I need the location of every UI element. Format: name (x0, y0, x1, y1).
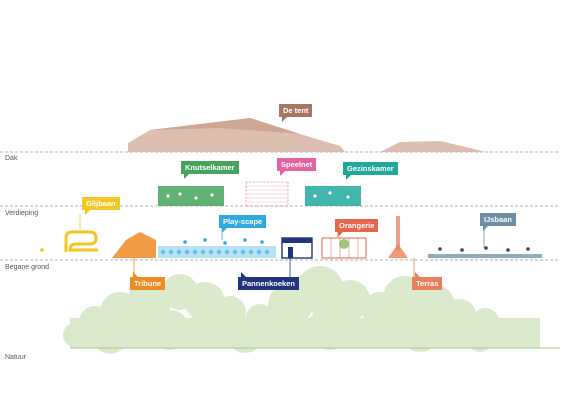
tree-shape (466, 324, 494, 352)
label-pointer (133, 272, 138, 277)
tent-roof-small (380, 141, 485, 152)
skater-figure (484, 246, 488, 250)
level-label-begane-grond: Begane grond (5, 264, 49, 271)
person-figure (178, 192, 182, 196)
play-scape-ball (168, 249, 174, 255)
orangerie-greenhouse (321, 237, 367, 259)
play-scape-ball (264, 249, 270, 255)
play-scape-ball (200, 249, 206, 255)
skater-figure (438, 247, 442, 251)
skater-figure (526, 247, 530, 251)
play-scape-ball (160, 249, 166, 255)
label-pointer (282, 117, 287, 122)
label-pannenkoeken: Pannenkoeken (238, 272, 299, 290)
level-label-natuur: Natuur (5, 354, 27, 361)
tree-shape (150, 310, 190, 350)
play-scape-ball (216, 249, 222, 255)
play-scape-ball (208, 249, 214, 255)
tree-shape (308, 306, 352, 350)
play-scape-ball (176, 249, 182, 255)
label-gezinskamer: Gezinskamer (343, 162, 398, 180)
tree-shape (400, 312, 440, 352)
play-scape-ball (248, 249, 254, 255)
label-ijsbaan: IJsbaan (480, 213, 516, 231)
person-figure (243, 238, 247, 242)
label-tribune: Tribune (130, 272, 166, 290)
person-figure (40, 248, 44, 252)
label-orangerie: Orangerie (335, 219, 379, 237)
tree-shape (444, 299, 476, 331)
person-figure (313, 194, 317, 198)
skater-figure (506, 248, 510, 252)
play-scape-ball (192, 249, 198, 255)
person-figure (166, 194, 170, 198)
label-pointer (483, 226, 488, 231)
person-figure (210, 193, 214, 197)
person-figure (183, 240, 187, 244)
label-pointer (280, 171, 285, 176)
pannenkoeken-roof (282, 238, 312, 243)
play-scape-ball (232, 249, 238, 255)
glijbaan-slide (64, 230, 98, 252)
orangerie-plant (339, 239, 349, 249)
label-speelnet: Speelnet (277, 158, 317, 176)
level-label-verdieping: Verdieping (5, 210, 39, 217)
person-figure (346, 195, 350, 199)
label-pointer (85, 210, 90, 215)
level-label-dak: Dak (5, 155, 18, 162)
label-pointer (346, 175, 351, 180)
tree-shape (94, 322, 126, 354)
tree-shape (227, 317, 263, 353)
tribune-stand (112, 232, 156, 258)
label-pointer (415, 272, 420, 277)
play-scape-ball (184, 249, 190, 255)
person-figure (223, 241, 227, 245)
label-pointer (241, 272, 246, 277)
tree-shape (495, 322, 515, 342)
ijsbaan-rink (428, 254, 542, 258)
label-glijbaan: Glijbaan (82, 197, 120, 215)
gezinskamer-room (305, 186, 361, 206)
person-figure (260, 240, 264, 244)
person-figure (203, 238, 207, 242)
person-figure (328, 191, 332, 195)
play-scape-ball (240, 249, 246, 255)
play-scape-ball (256, 249, 262, 255)
label-pointer (184, 174, 189, 179)
knutselkamer-room (158, 186, 224, 206)
label-play-scape: Play-scape (219, 215, 267, 233)
play-scape-ball (224, 249, 230, 255)
pannenkoeken-door (288, 247, 293, 258)
skater-figure (460, 248, 464, 252)
label-pointer (338, 232, 343, 237)
label-knutselkamer: Knutselkamer (181, 161, 239, 179)
tent-roof-ridge (150, 118, 300, 134)
terras-fire (388, 244, 408, 258)
label-terras: Terras (412, 272, 443, 290)
tree-shape (522, 332, 538, 348)
label-de-tent: De tent (279, 104, 313, 122)
terras-chimney (396, 216, 400, 250)
person-figure (194, 196, 198, 200)
label-pointer (222, 228, 227, 233)
